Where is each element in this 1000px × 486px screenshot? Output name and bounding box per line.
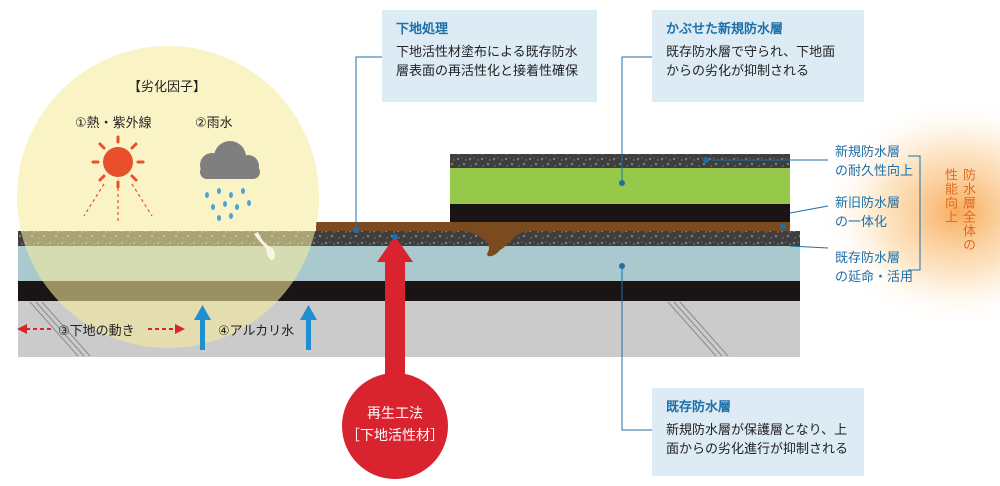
rain-cloud-icon <box>200 141 260 221</box>
durability-label: 新規防水層 の耐久性向上 <box>835 145 914 179</box>
overall-performance-col2: 性能向上 <box>942 168 957 224</box>
method-arrow <box>377 236 413 378</box>
new-layer-callout: かぶせた新規防水層 既存防水層で守られ、下地面 からの劣化が抑制される <box>652 10 864 102</box>
method-badge: 再生工法 ［下地活性材］ <box>342 373 448 479</box>
new-gravel-top <box>450 154 790 168</box>
existing-layer-callout-title: 既存防水層 <box>666 400 732 415</box>
primer-callout-title: 下地処理 <box>396 22 449 37</box>
primer-layer <box>316 222 790 257</box>
factor-alkali-label: ④アルカリ水 <box>218 324 295 339</box>
existing-layer-callout: 既存防水層 新規防水層が保護層となり、上 面からの劣化進行が抑制される <box>652 388 864 476</box>
new-layer-callout-body: 既存防水層で守られ、下地面 からの劣化が抑制される <box>666 45 836 79</box>
factors-title: 【劣化因子】 <box>128 80 207 95</box>
method-name: 再生工法 <box>367 406 423 422</box>
performance-glow <box>818 97 1000 327</box>
factor-heat-label: ①熱・紫外線 <box>75 116 152 131</box>
sun-icon <box>83 135 153 222</box>
water-drip <box>254 232 275 260</box>
up-arrow-icon <box>194 305 317 350</box>
overall-performance-col1: 防水層全体の <box>960 168 975 252</box>
degradation-zone <box>17 46 319 348</box>
factor-rain-label: ②雨水 <box>195 116 233 131</box>
new-green-membrane <box>450 168 790 204</box>
existing-layer-callout-body: 新規防水層が保護層となり、上 面からの劣化進行が抑制される <box>666 423 849 457</box>
method-material: ［下地活性材］ <box>346 428 444 444</box>
primer-callout: 下地処理 下地活性材塗布による既存防水 層表面の再活性化と接着性確保 <box>382 10 597 102</box>
primer-callout-body: 下地活性材塗布による既存防水 層表面の再活性化と接着性確保 <box>396 45 579 79</box>
new-layer-callout-title: かぶせた新規防水層 <box>666 22 784 37</box>
factor-movement-label: ③下地の動き <box>58 324 135 339</box>
extension-label: 既存防水層 の延命・活用 <box>835 251 914 285</box>
new-black-layer <box>450 204 790 222</box>
integration-label: 新旧防水層 の一体化 <box>835 196 901 230</box>
